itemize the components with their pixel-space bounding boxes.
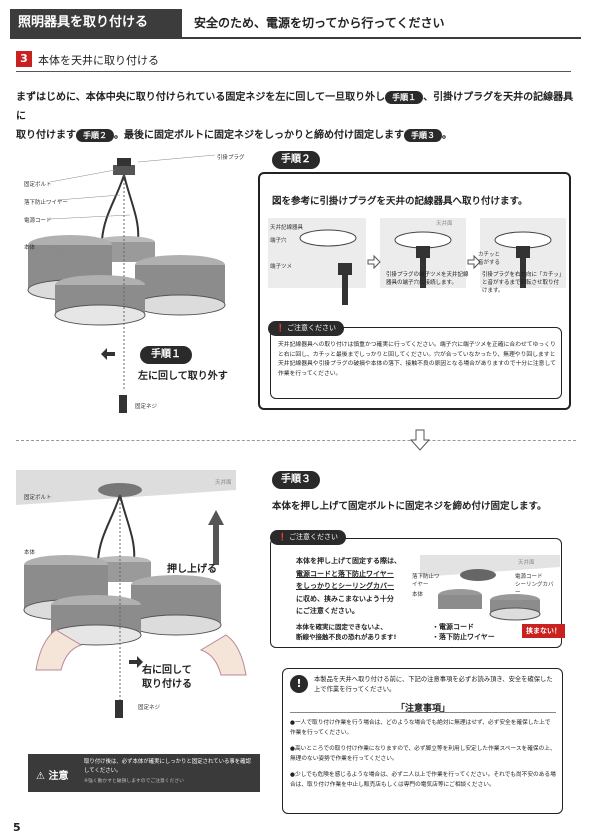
intro-paragraph: まずはじめに、本体中央に取り付けられている固定ネジを左に回して一旦取り外し手順１…: [16, 90, 574, 142]
notice-item: ●少しでも危険を感じるような場合は、必ず二人以上で作業を行ってください。それでも…: [290, 772, 556, 788]
label-screw: 固定ネジ: [135, 404, 158, 410]
alert-icon: ❗: [276, 324, 285, 332]
label-wire-3: 落下防止ワイヤー: [412, 574, 440, 588]
step2-heading: 図を参考に引掛けプラグを天井の記線器具へ取り付けます。: [272, 196, 528, 207]
warning-triangle-icon: ⚠: [36, 771, 45, 782]
down-arrow-icon: [410, 429, 430, 451]
label-body: 本体: [24, 245, 36, 251]
notice-item: ●高いところでの取り付け作業になりますので、必ず脚立等を利用し安定した作業スペー…: [290, 746, 556, 762]
step2-pill: 手順２: [272, 151, 320, 169]
safety-warning: 安全のため、電源を切ってから行ってください: [194, 16, 445, 30]
step3-caution-text: 本体を押し上げて固定する際は、 電源コードと落下防止ワイヤー をしっかりとシーリ…: [296, 557, 401, 615]
label-bolt-fig2: 固定ボルト: [24, 495, 52, 501]
label-cover-3: シーリングカバー: [515, 582, 554, 596]
no-pinch-badge: 挟まない！: [522, 624, 565, 638]
label-bolt: 固定ボルト: [24, 182, 52, 188]
page-number: 5: [13, 821, 21, 834]
label-cord: 電源コード: [24, 218, 52, 224]
step3-pill: 手順３: [272, 471, 320, 489]
fig1-step-text: 左に回して取り外す: [138, 371, 228, 382]
plug-steps-illustration: [268, 218, 566, 305]
label-claw: 端子ツメ: [270, 264, 293, 270]
label-body-fig2: 本体: [24, 550, 36, 556]
step-number: 3: [16, 51, 32, 67]
alert-icon: ❗: [278, 533, 287, 541]
pinch-items: ・電源コード ・落下防止ワイヤー: [432, 623, 495, 641]
label-ceiling-2: 天井面: [436, 221, 453, 227]
bottom-caution-bar: [28, 754, 260, 792]
step2-pill: 手順２: [76, 128, 114, 142]
fixture-illustration-2: [16, 470, 247, 718]
label-hole: 端子穴: [270, 238, 287, 244]
step3-heading: 本体を押し上げて固定ボルトに固定ネジを締め付け固定します。: [272, 501, 547, 512]
label-device: 天井記線器具: [270, 225, 304, 231]
step1-pill: 手順１: [385, 90, 424, 104]
notice-lead: 本製品を天井へ取り付ける前に、下記の注意事項を必ずお読み頂き、安全を確保した上で…: [314, 676, 553, 693]
label-body-3: 本体: [412, 592, 424, 598]
exclamation-icon: !: [290, 675, 308, 693]
label-click: カチッと音がする: [478, 252, 501, 266]
section-title: 照明器具を取り付ける: [10, 9, 182, 37]
step3-warning-text: 本体を確実に固定できないよ、 断線や接触不良の恐れがあります!: [296, 623, 397, 641]
notice-box: [282, 668, 563, 814]
fixture-illustration-1: [27, 154, 226, 413]
step3-pill: 手順３: [404, 128, 442, 142]
cover-illustration: [420, 555, 560, 621]
header-rule: [10, 37, 581, 39]
step-rule: [16, 71, 571, 72]
label-cord-3: 電源コード: [515, 574, 543, 580]
bottom-caution-sub: ※強く動かすと破損しますのでご注意ください: [84, 779, 184, 784]
notice-item: ●一人で取り付け作業を行う場合は、どのような場合でも絶対に無理はせず、必ず安全を…: [290, 720, 551, 736]
label-ceiling-3: 天井面: [518, 560, 535, 566]
notice-title: 「注意事項」: [396, 704, 451, 714]
push-up-text: 押し上げる: [167, 564, 217, 575]
step2-caption-3: 引掛プラグを右方向に「カチッ」と音がするまで回転させ取り付けます。: [482, 272, 562, 294]
label-screw-fig2: 固定ネジ: [138, 705, 161, 711]
label-ceiling-fig2: 天井面: [215, 480, 232, 486]
fig2-step-text: 右に回して取り付ける: [142, 665, 192, 690]
step2-caution-box: [270, 327, 562, 399]
notice-list: ●一人で取り付け作業を行う場合は、どのような場合でも絶対に無理はせず、必ず安全を…: [290, 718, 556, 790]
step2-caution-title: ❗ ご注意ください: [268, 321, 344, 336]
step-title: 本体を天井に取り付ける: [38, 54, 159, 67]
step2-caution-text: 天井記線器具への取り付けは慎重かつ確実に行ってください。端子穴に端子ツメを正確に…: [278, 342, 556, 377]
step3-caution-title: ❗ ご注意ください: [270, 530, 346, 545]
label-plug: 引掛プラグ: [217, 155, 245, 161]
label-wire: 落下防止ワイヤー: [24, 200, 68, 206]
bottom-caution-label: ⚠ 注意: [36, 771, 69, 782]
section-divider: [16, 440, 576, 441]
fig1-step-pill: 手順１: [140, 346, 192, 364]
bottom-caution-text: 取り付け後は、必ず本体が確実にしっかりと固定されている事を確認してください。: [84, 759, 251, 774]
step2-caption-2: 引掛プラグの端子ツメを天井記線器具の端子穴に接続します。: [386, 272, 469, 286]
